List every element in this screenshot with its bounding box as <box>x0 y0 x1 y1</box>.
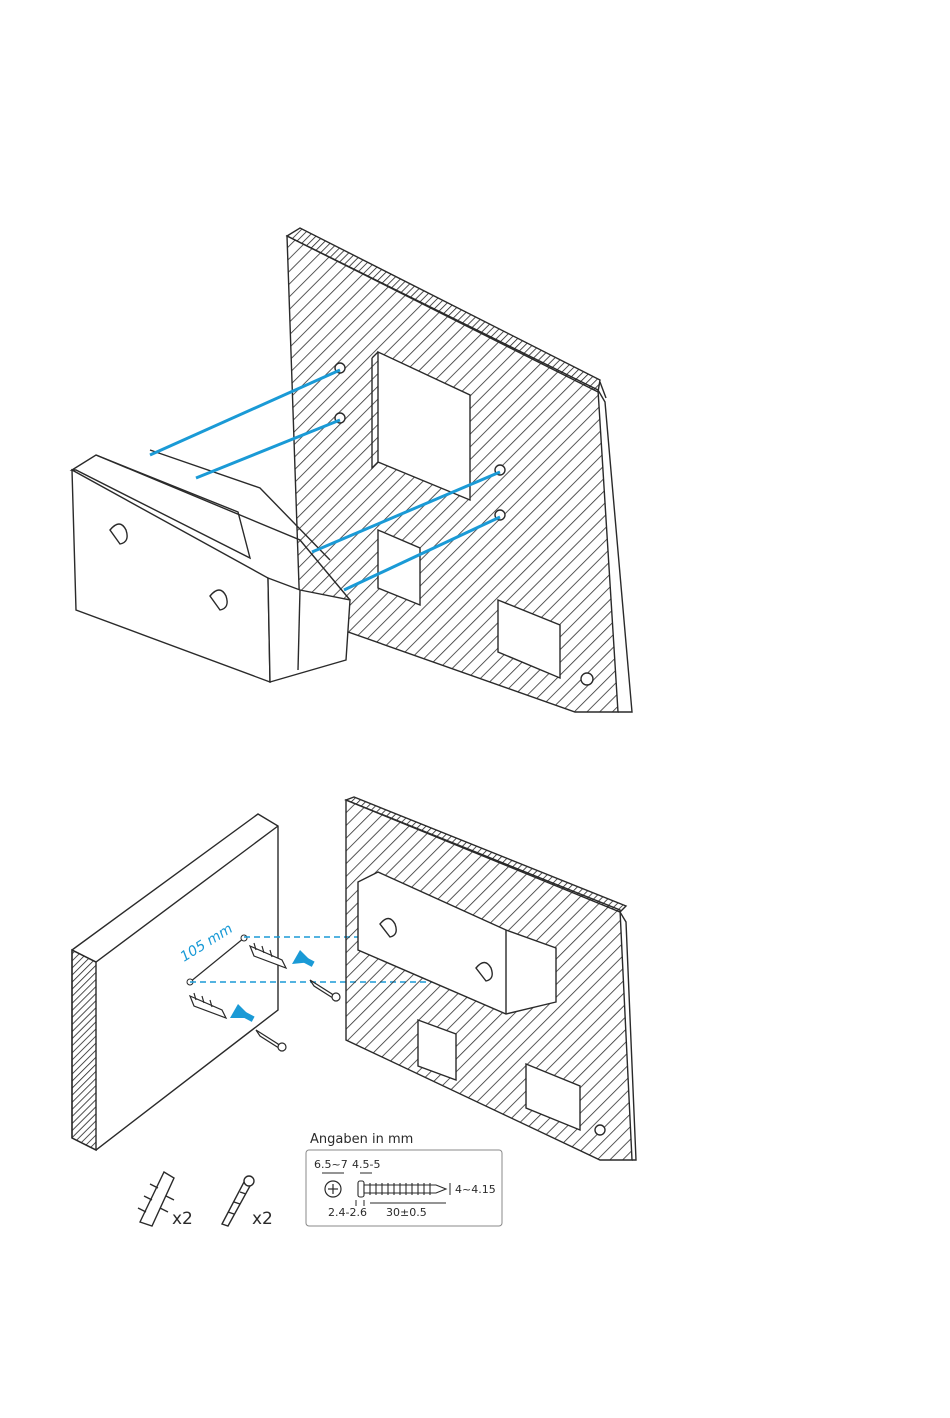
spec-head-diameter: 6.5~7 <box>314 1158 348 1171</box>
anchor-count: x2 <box>172 1209 193 1229</box>
screw-profile-icon <box>358 1181 446 1197</box>
spec-thread-pitch: 2.4-2.6 <box>328 1206 367 1219</box>
screw-part-icon <box>222 1176 254 1226</box>
spec-title: Angaben in mm <box>310 1132 413 1147</box>
spec-head-height: 4.5-5 <box>352 1158 380 1171</box>
spec-length: 30±0.5 <box>386 1206 427 1219</box>
anchor-part-icon <box>138 1172 174 1226</box>
phillips-head-icon <box>325 1181 341 1197</box>
spec-shaft-diameter: 4~4.15 <box>455 1183 496 1196</box>
wall-panel <box>72 814 278 1150</box>
screw-count: x2 <box>252 1209 273 1229</box>
